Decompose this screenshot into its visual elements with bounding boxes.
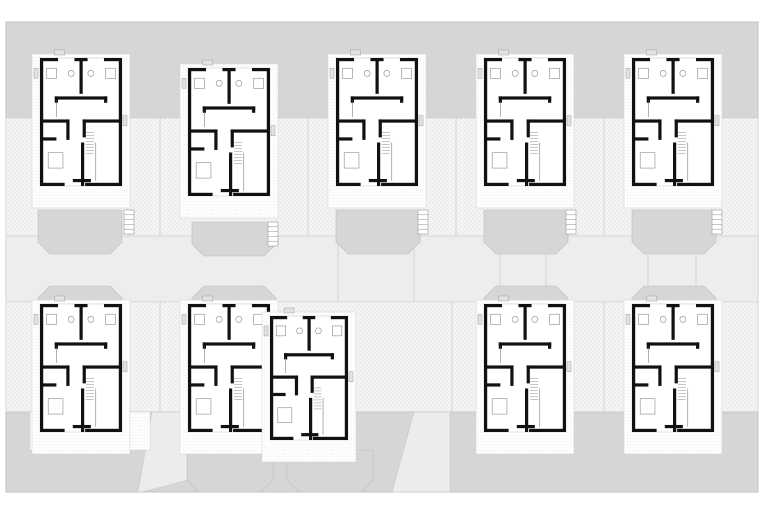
floor-plan-icon	[475, 295, 575, 455]
bathroom-fixture-icon	[46, 67, 116, 79]
entry-porch	[191, 221, 277, 257]
stair-icon	[529, 377, 539, 400]
floor-plan-icon	[327, 49, 427, 209]
stair-icon	[677, 377, 687, 400]
stair-icon	[85, 131, 95, 154]
entry-porch	[631, 209, 717, 255]
bathroom-fixture-icon	[275, 325, 343, 337]
entry-porch	[483, 209, 569, 255]
bathroom-fixture-icon	[194, 313, 264, 325]
stair-icon	[85, 377, 95, 400]
stair-icon	[313, 387, 322, 410]
bathroom-fixture-icon	[638, 67, 708, 79]
floor-plan-icon	[623, 295, 723, 455]
stair-icon	[233, 141, 243, 164]
stair-icon	[529, 131, 539, 154]
stair-icon	[233, 377, 243, 400]
bathroom-fixture-icon	[490, 67, 560, 79]
floor-plan-icon	[179, 59, 279, 219]
stair-icon	[711, 209, 723, 235]
stair-icon	[417, 209, 429, 235]
stair-icon	[677, 131, 687, 154]
stair-icon	[267, 221, 279, 247]
entry-porch	[37, 209, 123, 255]
stair-icon	[381, 131, 391, 154]
floor-plan-icon	[179, 295, 279, 455]
floor-plan-icon	[31, 49, 131, 209]
bathroom-fixture-icon	[342, 67, 412, 79]
floor-plan-icon	[31, 295, 131, 455]
bathroom-fixture-icon	[194, 77, 264, 89]
stair-icon	[123, 209, 135, 235]
yard-terrace	[186, 449, 274, 493]
stair-icon	[565, 209, 577, 235]
bathroom-fixture-icon	[490, 313, 560, 325]
floor-plan-icon	[475, 49, 575, 209]
bathroom-fixture-icon	[638, 313, 708, 325]
bathroom-fixture-icon	[46, 313, 116, 325]
house-units	[31, 49, 723, 463]
upper-entry-porches	[37, 209, 723, 257]
floor-plan-icon	[623, 49, 723, 209]
entry-porch	[335, 209, 421, 255]
floor-plan-icon	[261, 307, 357, 463]
